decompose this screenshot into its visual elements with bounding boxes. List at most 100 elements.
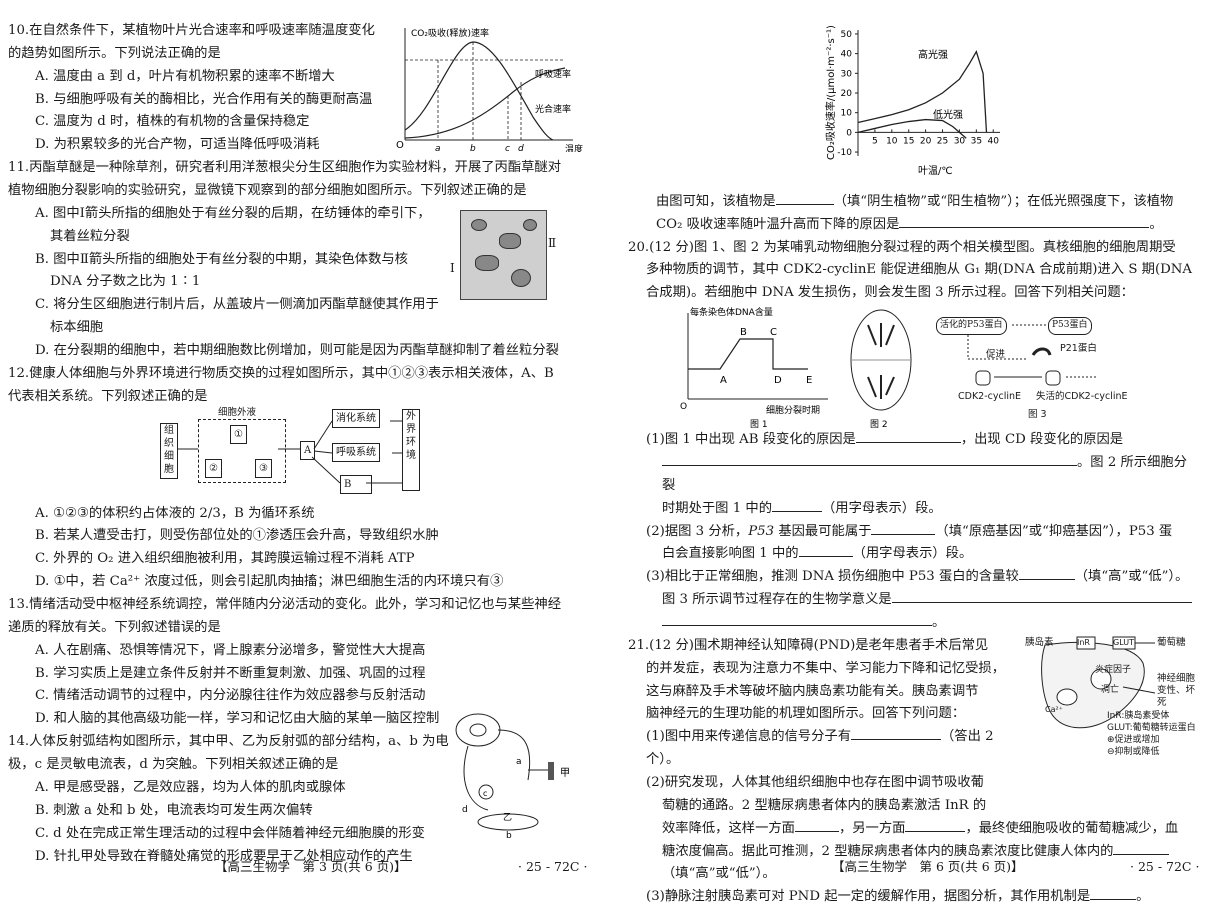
q10-tick-b: b	[470, 144, 476, 152]
q12-system-b: B	[340, 474, 372, 494]
q10-photosynthesis-curve	[404, 41, 554, 141]
answer-blank[interactable]	[891, 589, 1192, 604]
fig3-p53: P53蛋白	[1048, 317, 1092, 335]
q20-sub3: （填“高”或“低”）。	[1074, 569, 1189, 585]
left-page: 10.在自然条件下，某植物叶片光合速率和呼吸速率随温度变化 的趋势如图所示。下列…	[8, 20, 593, 868]
q21-sub2: (2)研究发现，人体其他组织细胞中也存在图中调节吸收葡	[646, 775, 984, 791]
q12-option-c: C. 外界的 O₂ 进入组织细胞被利用，其跨膜运输过程不消耗 ATP	[35, 551, 415, 567]
q12-option-a: A. ①②③的体积约占体液的 2/3，B 为循环系统	[35, 505, 315, 521]
q12-stem: 12.健康人体细胞与外界环境进行物质交换的过程如图所示，其中①②③表示相关液体，…	[8, 365, 554, 381]
answer-blank[interactable]	[772, 498, 822, 512]
fig1-caption: 图 1	[750, 419, 768, 429]
q21-stem: 21.(12 分)围术期神经认知障碍(PND)是老年患者手术后常见	[628, 637, 989, 653]
right-footer-title: 【高三生物学 第 6 页(共 6 页)】	[832, 859, 1024, 874]
answer-blank[interactable]	[1018, 566, 1075, 581]
question-10: 10.在自然条件下，某植物叶片光合速率和呼吸速率随温度变化 的趋势如图所示。下列…	[8, 20, 393, 157]
fig1-point-a: A	[720, 375, 727, 386]
q12-tissue-cells-box: 组织细胞	[160, 422, 178, 479]
q13-stem: 13.情绪活动受中枢神经系统调控，常伴随内分泌活动的变化。此外，学习和记忆也与某…	[8, 597, 562, 613]
chart-y-tick-label: -10	[837, 148, 852, 158]
answer-blank[interactable]	[851, 726, 941, 741]
q14-stem: 极，c 是灵敏电流表，d 为突触。下列相关叙述正确的是	[8, 757, 339, 773]
fig21-calcium: Ca²⁺	[1045, 704, 1063, 714]
q20-figures: 每条染色体DNA含量 O A B C D E 细胞分裂时期 图 1 图 2 活化…	[628, 305, 1200, 429]
q12-diagram: 组织细胞 细胞外液 ① ② ③ A 消化系统 呼吸系统 B 外界环境	[160, 407, 430, 503]
right-footer-code: · 25 - 72C ·	[1130, 859, 1200, 874]
answer-blank[interactable]	[1113, 841, 1170, 855]
q12-fluid-2: ②	[205, 458, 222, 478]
answer-blank[interactable]	[871, 521, 936, 535]
chart-y-tick-label: 50	[841, 30, 853, 40]
fig21-inr: InR	[1077, 637, 1090, 647]
q14-reflex-arc-figure: 甲 a d c 乙 b	[455, 713, 570, 840]
q14-option-a: A. 甲是感受器，乙是效应器，均为人体的肌肉或腺体	[35, 779, 346, 795]
question-21: 21.(12 分)围术期神经认知障碍(PND)是老年患者手术后常见 的并发症，表…	[628, 635, 1200, 909]
q10-origin: O	[396, 140, 404, 151]
q21-sub2: 萄糖的通路。2 型糖尿病患者体内的胰岛素激活 InR 的	[662, 797, 987, 813]
fig3-active-p53: 活化的P53蛋白	[936, 317, 1007, 335]
q19-text: 由图可知，该植物是	[656, 193, 776, 209]
fig1-point-b: B	[740, 327, 747, 338]
q10-stem: 10.在自然条件下，某植物叶片光合速率和呼吸速率随温度变化	[8, 23, 375, 38]
cell-blob	[511, 269, 531, 287]
answer-blank[interactable]	[662, 452, 1077, 467]
q11-option-c: C. 将分生区细胞进行制片后，从盖玻片一侧滴加丙酯草醚使其作用于	[35, 297, 439, 313]
q14-label-yi: 乙	[503, 812, 512, 823]
q21-stem: 的并发症，表现为注意力不集中、学习能力下降和记忆受损，	[646, 660, 1006, 676]
q21-sub3: 。	[1136, 889, 1150, 905]
q13-option-c: C. 情绪活动调节的过程中，内分泌腺往往作为效应器参与反射活动	[35, 688, 426, 704]
q14-stem: 14.人体反射弧结构如图所示，其中甲、乙为反射弧的部分结构，a、b 为电	[8, 734, 449, 750]
cell-blob	[523, 219, 537, 231]
fig1-dna-line	[688, 338, 808, 370]
q19-text: 。	[1149, 216, 1163, 232]
q14-label-b: b	[506, 831, 512, 840]
q20-sub2: (2)据图 3 分析，	[646, 523, 749, 539]
q11-option-b: DNA 分子数之比为 1∶1	[50, 274, 201, 290]
chart-y-tick-label: 20	[841, 89, 853, 99]
fig1-ylabel: 每条染色体DNA含量	[690, 306, 773, 318]
q12-stem: 代表相关系统。下列叙述正确的是	[8, 388, 208, 404]
chart-x-tick-label: 5	[872, 136, 878, 146]
fig21-legend-inhibit: ⊖抑制或降低	[1107, 746, 1160, 757]
q20-stem: 多种物质的调节，其中 CDK2-cyclinE 能促进细胞从 G₁ 期(DNA …	[646, 262, 1193, 278]
q13-stem: 递质的释放有关。下列叙述错误的是	[8, 619, 221, 635]
q10-series-photosynthesis: 光合速率	[535, 103, 571, 115]
fig1-origin: O	[680, 402, 687, 412]
q21-sub1: （答出 2 个）。	[646, 729, 994, 768]
q20-sub1: (1)图 1 中出现 AB 段变化的原因是	[646, 432, 856, 448]
chart-x-tick-label: 20	[920, 136, 932, 146]
q10-respiration-curve	[404, 67, 566, 139]
question-11: 11.丙酯草醚是一种除草剂，研究者利用洋葱根尖分生区细胞作为实验材料，开展了丙酯…	[8, 157, 593, 363]
q12-digestive-system: 消化系统	[332, 408, 380, 428]
q20-sub1: （用字母表示）段。	[822, 500, 942, 516]
answer-blank[interactable]	[794, 818, 839, 832]
q10-ylabel: CO₂吸收(释放)速率	[411, 27, 489, 39]
chart-y-tick-label: 10	[841, 109, 853, 119]
answer-blank[interactable]	[905, 818, 966, 832]
chart-xlabel: 叶温/℃	[918, 165, 953, 177]
answer-blank[interactable]	[1090, 886, 1137, 901]
answer-blank[interactable]	[798, 543, 853, 558]
answer-blank[interactable]	[775, 191, 834, 205]
q20-figure-3: 活化的P53蛋白 P53蛋白 促进 P21蛋白 CDK2-cyclinE 失活的…	[918, 305, 1198, 429]
question-13: 13.情绪活动受中枢神经系统调控，常伴随内分泌活动的变化。此外，学习和记忆也与某…	[8, 594, 593, 731]
q11-option-c: 标本细胞	[50, 320, 104, 336]
cell-blob	[499, 233, 521, 249]
q10-option-c: C. 温度为 d 时，植株的有机物的含量保持稳定	[35, 114, 310, 130]
q11-arrow-2: Ⅱ	[548, 236, 557, 250]
fig21-glut: GLUT	[1113, 637, 1134, 647]
q10-tick-c: c	[505, 144, 510, 152]
question-12: 12.健康人体细胞与外界环境进行物质交换的过程如图所示，其中①②③表示相关液体，…	[8, 363, 593, 594]
q21-stem: 脑神经元的生理功能的机理如图所示。回答下列问题：	[646, 706, 966, 722]
q20-sub1: 。图 2 所示细胞分裂	[662, 455, 1187, 493]
answer-blank[interactable]	[899, 214, 1150, 228]
answer-blank[interactable]	[662, 612, 932, 627]
answer-blank[interactable]	[855, 429, 961, 444]
fig2-caption: 图 2	[870, 419, 888, 429]
q20-sub1: ，出现 CD 段变化的原因是	[960, 432, 1124, 448]
fig21-neuron-death: 神经细胞变性、坏死	[1157, 672, 1196, 708]
chart-x-tick-label: 35	[971, 136, 982, 146]
fig3-p21: P21蛋白	[1060, 343, 1097, 355]
q11-stem: 11.丙酯草醚是一种除草剂，研究者利用洋葱根尖分生区细胞作为实验材料，开展了丙酯…	[8, 160, 562, 176]
chart-y-tick-label: 40	[841, 50, 853, 60]
